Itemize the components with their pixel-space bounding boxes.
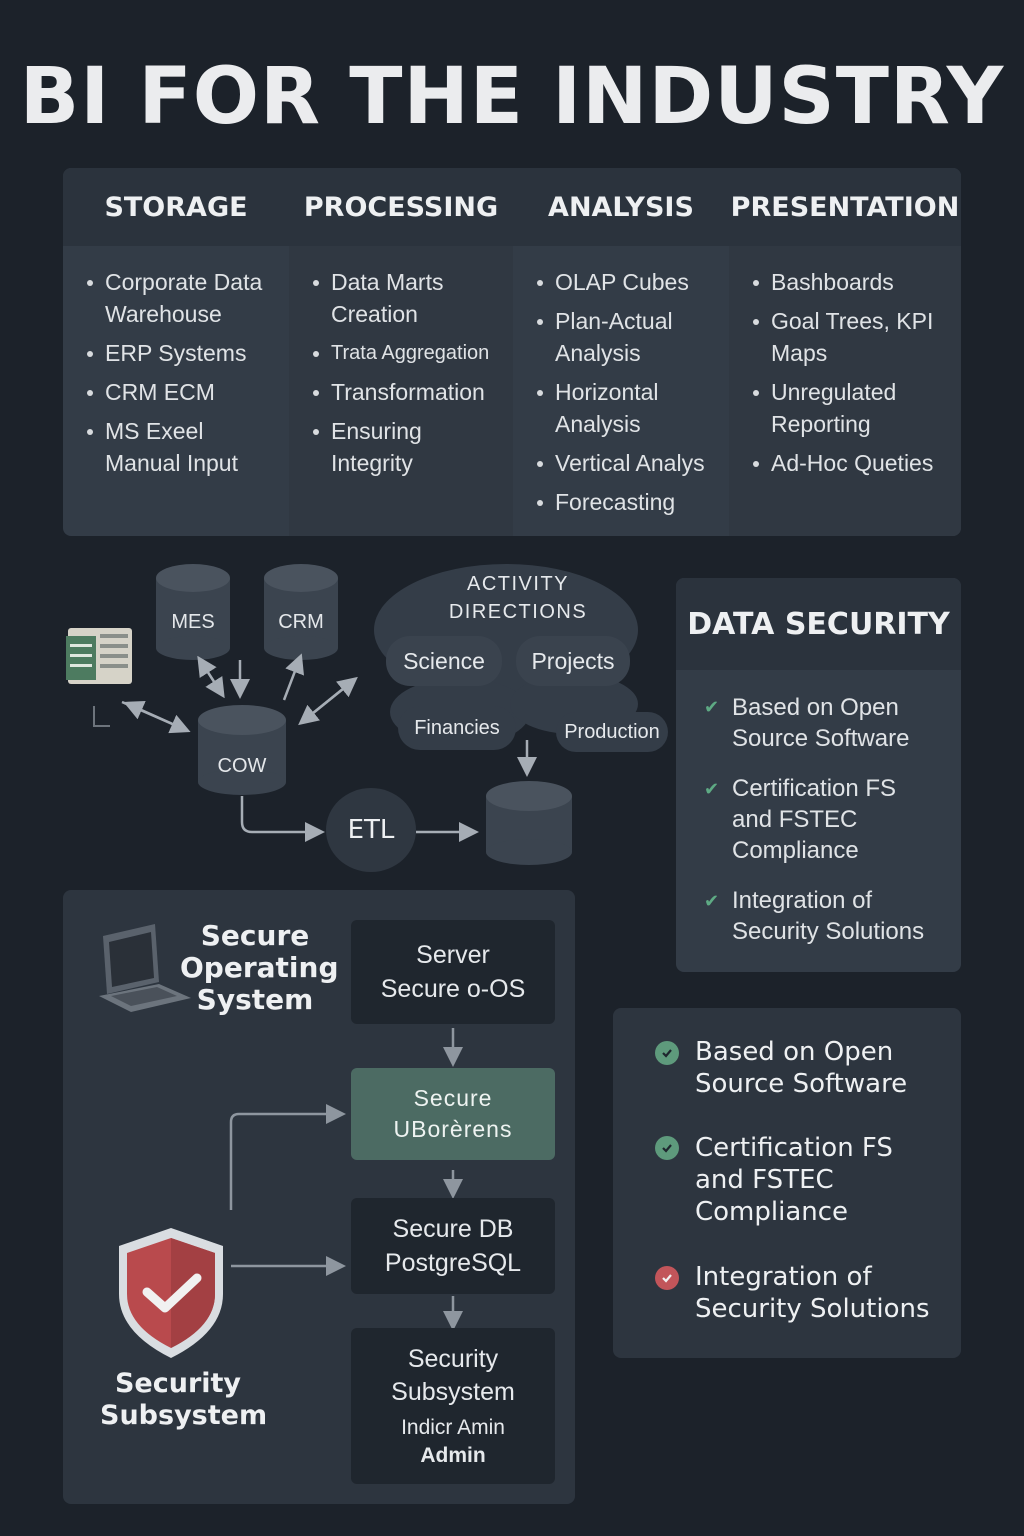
etl-node: ETL (326, 788, 416, 872)
mes-database-icon (156, 564, 230, 660)
check-circle-icon (655, 1266, 679, 1290)
server-label: Server (416, 941, 490, 969)
list-item: Unregulated Reporting (749, 376, 951, 440)
security-label: Security (407, 1345, 499, 1373)
list-item: Data Marts Creation (309, 266, 503, 330)
list-item: Corporate Data Warehouse (83, 266, 279, 330)
list-item: Goal Trees, KPI Maps (749, 305, 951, 369)
data-security-card: DATA SECURITY (676, 578, 961, 972)
list-item: Ad-Hoc Queties (749, 447, 951, 479)
compliance-list-card (613, 1008, 961, 1358)
secure-ub-label-1: Secure (413, 1085, 493, 1111)
subsystem-label: Subsystem (391, 1378, 515, 1406)
server-os-label: Secure o-OS (380, 975, 526, 1003)
laptop-icon (99, 924, 191, 1012)
security-item: Certification FS and FSTEC Compliance (732, 775, 897, 864)
list-item: Vertical Analys (533, 447, 719, 479)
secure-db-box: Secure DB PostgreSQL (351, 1198, 555, 1294)
list-item: Bashboards (749, 266, 951, 298)
mes-label: MES (171, 611, 215, 633)
security-item: Based on Open Source Software (732, 694, 910, 752)
crm-label: CRM (278, 611, 324, 633)
compliance-item: Based on Open Source Software (695, 1037, 908, 1099)
security-item: Integration of Security Solutions (732, 887, 925, 945)
secure-ub-label-2: UBorèrens (393, 1116, 513, 1142)
list-item: Plan-Actual Analysis (533, 305, 719, 369)
list-item: OLAP Cubes (533, 266, 719, 298)
activity-directions-title: ACTIVITY DIRECTIONS (448, 573, 588, 623)
list-item: Trata Aggregation (309, 337, 503, 369)
pillar-heading: ANALYSIS (513, 168, 729, 246)
list-item: Horizontal Analysis (533, 376, 719, 440)
list-item: MS Exeel Manual Input (83, 415, 279, 479)
pillar-storage: STORAGE Corporate Data Warehouse ERP Sys… (63, 168, 289, 536)
security-subsystem-box: Security Subsystem Indicr Amin Admin (351, 1328, 555, 1484)
admin-label: Admin (420, 1444, 486, 1467)
compliance-item: Certification FS and FSTEC Compliance (695, 1133, 893, 1227)
check-circle-icon (655, 1041, 679, 1065)
indicr-amin-label: Indicr Amin (401, 1416, 505, 1439)
secure-ub-box: Secure UBorèrens (351, 1068, 555, 1160)
production-node: Production (556, 712, 668, 752)
pillar-processing: PROCESSING Data Marts Creation Trata Agg… (289, 168, 513, 536)
data-security-heading: DATA SECURITY (676, 578, 961, 670)
secure-db-label: Secure DB (392, 1215, 514, 1243)
check-circle-icon (655, 1136, 679, 1160)
list-item: Ensuring Integrity (309, 415, 503, 479)
science-node: Science (386, 636, 502, 686)
crm-database-icon (264, 564, 338, 660)
bi-pillars: STORAGE Corporate Data Warehouse ERP Sys… (63, 168, 961, 536)
pillar-presentation: PRESENTATION Bashboards Goal Trees, KPI … (729, 168, 961, 536)
spreadsheet-icon (66, 628, 132, 684)
cow-label: COW (217, 755, 267, 777)
secure-os-title: Secure Operating System (180, 919, 339, 1016)
list-item: Forecasting (533, 486, 719, 518)
check-icon: ✔ (704, 891, 720, 912)
list-item: CRM ECM (83, 376, 279, 408)
data-flow-diagram: MES CRM COW ACTIVITY DIRECTIONS Science … (0, 540, 680, 880)
check-icon: ✔ (704, 697, 720, 718)
pillar-heading: PRESENTATION (729, 168, 961, 246)
projects-node: Projects (516, 636, 630, 686)
server-os-box: Server Secure o-OS (351, 920, 555, 1024)
pillar-heading: STORAGE (63, 168, 289, 246)
check-icon: ✔ (704, 779, 720, 800)
page-title: BI FOR THE INDUSTRY (19, 52, 1005, 142)
pillar-analysis: ANALYSIS OLAP Cubes Plan-Actual Analysis… (513, 168, 729, 536)
shield-check-icon (119, 1228, 223, 1358)
target-database-icon (486, 781, 572, 865)
cow-database-icon (198, 705, 286, 795)
security-subsystem-label: Security Subsystem (100, 1368, 268, 1431)
postgresql-label: PostgreSQL (384, 1249, 522, 1277)
compliance-item: Integration of Security Solutions (695, 1262, 930, 1324)
secure-os-graphics (99, 924, 463, 1358)
list-item: Transformation (309, 376, 503, 408)
list-item: ERP Systems (83, 337, 279, 369)
financies-node: Financies (398, 706, 516, 750)
pillar-heading: PROCESSING (289, 168, 513, 246)
